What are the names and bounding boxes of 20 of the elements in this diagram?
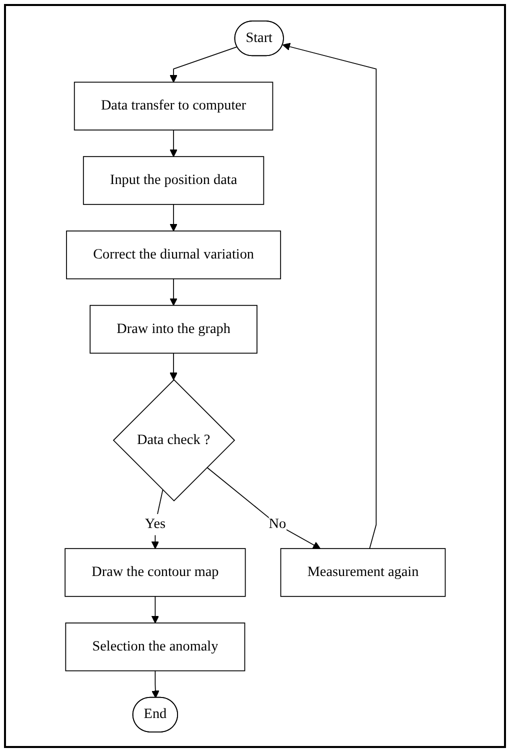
node-box: Measurement again [280, 548, 446, 596]
arrow [169, 129, 178, 156]
node-box: Correct the diurnal variation [66, 230, 281, 279]
node-box: Draw the contour map [64, 548, 246, 596]
edge-label: Yes [144, 516, 166, 532]
arrow [169, 352, 178, 380]
arrow [282, 42, 376, 549]
arrow [151, 595, 159, 623]
arrow [169, 203, 178, 231]
node-box: Input the position data [82, 156, 264, 204]
node-box: Draw into the graph [90, 304, 258, 354]
edge-label: No [268, 516, 286, 532]
node-box: Data transfer to computer [74, 81, 273, 130]
arrow [206, 466, 320, 548]
node-box: Selection the anomaly [65, 622, 245, 671]
arrow [169, 278, 178, 306]
arrow [169, 46, 238, 82]
arrow [151, 489, 164, 548]
arrow [151, 670, 160, 698]
node-diamond: Data check ? [112, 378, 235, 501]
